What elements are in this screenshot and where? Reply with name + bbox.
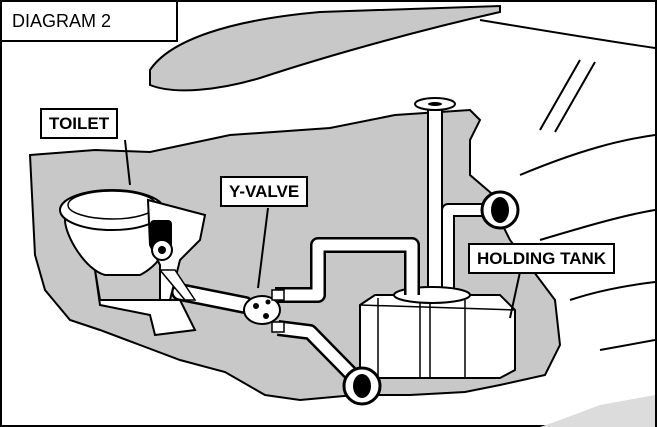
diagram-title: DIAGRAM 2	[2, 2, 178, 42]
hull-line	[539, 59, 581, 131]
toilet-label: TOILET	[40, 108, 119, 139]
hull-line	[569, 281, 656, 301]
hull-line	[554, 61, 596, 133]
deck-canopy	[149, 4, 501, 92]
deck-fitting-hole	[428, 102, 442, 106]
hull-shade	[540, 395, 655, 427]
vent-pipe	[427, 107, 443, 299]
tank-leader	[509, 271, 521, 319]
holding-tank-label: HOLDING TANK	[468, 243, 616, 274]
toilet-body	[59, 189, 207, 337]
y-valve-body	[243, 289, 285, 333]
holding-tank-body	[359, 286, 516, 379]
hull-line	[599, 339, 656, 351]
y-valve-label: Y-VALVE	[220, 176, 309, 207]
vent-hose	[443, 205, 495, 290]
toilet-leader	[124, 139, 131, 186]
hull-line	[479, 19, 656, 49]
hull-line	[539, 209, 656, 241]
overboard-hose	[277, 322, 364, 387]
hull-line	[519, 134, 656, 176]
tank-hose	[275, 239, 418, 301]
yvalve-leader	[257, 207, 269, 289]
